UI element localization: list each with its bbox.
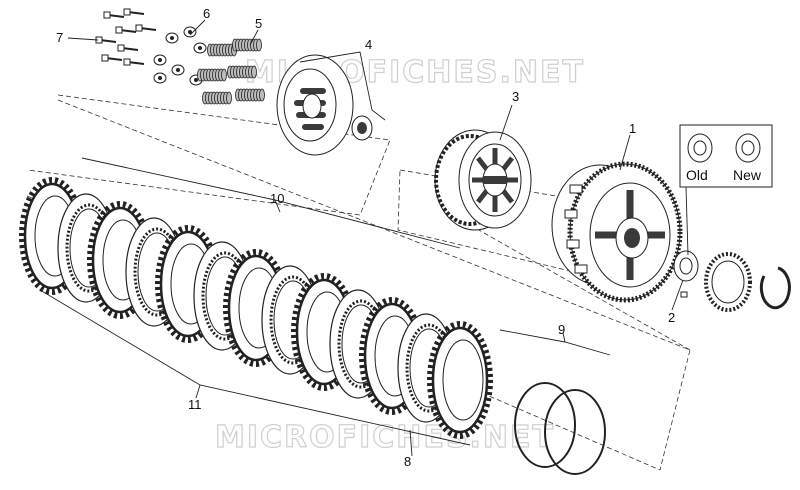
callout-5: 5 (255, 16, 262, 31)
callout-1: 1 (629, 121, 636, 136)
callout-2: 2 (668, 310, 675, 325)
callout-10: 10 (270, 191, 284, 206)
pressure-plate (276, 54, 373, 156)
friction-plate (427, 321, 493, 439)
wire-rings (514, 382, 606, 475)
callout-numbers: 1 2 3 4 5 6 7 8 9 10 11 (56, 6, 675, 469)
spring (235, 88, 265, 102)
clutch-basket (551, 161, 683, 303)
bolts-group (95, 8, 157, 66)
washer (183, 26, 197, 38)
callout-6: 6 (203, 6, 210, 21)
callout-7: 7 (56, 30, 63, 45)
bolt (117, 44, 139, 52)
springs-group (197, 38, 265, 105)
washer (193, 42, 207, 54)
bolt (123, 8, 145, 16)
dashed-outlines (24, 94, 691, 471)
bolt (103, 11, 125, 19)
washer (171, 64, 185, 76)
spring (232, 38, 262, 52)
label-new: New (733, 167, 762, 183)
callout-8: 8 (404, 454, 411, 469)
callout-11: 11 (188, 397, 202, 412)
bolt (115, 26, 137, 34)
callout-4: 4 (365, 37, 372, 52)
bolt (135, 24, 157, 32)
callout-9: 9 (558, 322, 565, 337)
callout-3: 3 (512, 89, 519, 104)
clutch-plates-group (19, 177, 493, 439)
washer (153, 54, 167, 66)
bolt (123, 58, 145, 66)
inner-hub (434, 129, 532, 231)
watermark-bottom: MICROFICHES.NET (215, 420, 555, 455)
gear-and-circlip (704, 252, 791, 312)
spring (197, 68, 227, 82)
spring (202, 91, 232, 105)
inset-old-new: Old New (679, 124, 773, 256)
washer (165, 32, 179, 44)
thrust-washer (673, 250, 699, 298)
bolt (95, 36, 117, 44)
leader-lines (39, 19, 684, 457)
bolt (101, 54, 123, 62)
spring (227, 65, 257, 79)
label-old: Old (686, 167, 708, 183)
washer (153, 72, 167, 84)
